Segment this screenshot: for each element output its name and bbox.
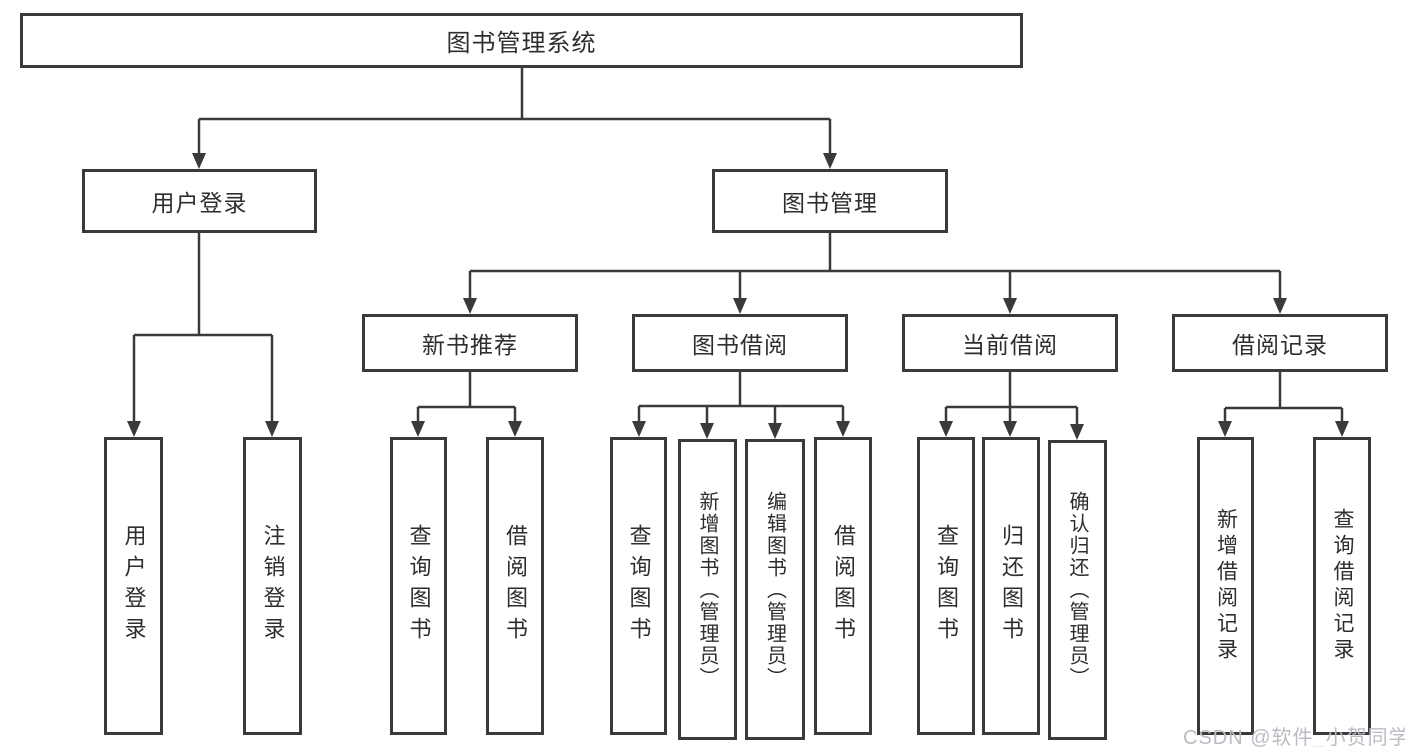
leaf-user-login: 用户登录: [104, 437, 163, 735]
leaf-edit-books-admin: 编辑图书（管理员）: [745, 439, 805, 740]
leaf-add-borrow-record: 新增借阅记录: [1197, 437, 1254, 735]
node-label: 图书管理: [782, 190, 878, 216]
node-label: 查询图书: [934, 524, 959, 648]
node-label: 新书推荐: [422, 332, 518, 358]
node-label: 新增借阅记录: [1214, 508, 1238, 664]
node-borrowing-records: 借阅记录: [1172, 314, 1388, 372]
leaf-add-books-admin: 新增图书（管理员）: [678, 439, 737, 740]
node-label: 用户登录: [151, 190, 248, 216]
leaf-query-books-current: 查询图书: [917, 437, 975, 735]
leaf-borrow-books-recommend: 借阅图书: [486, 437, 544, 735]
node-user-login: 用户登录: [82, 169, 317, 233]
node-label: 归还图书: [999, 524, 1024, 648]
node-book-management: 图书管理: [712, 169, 948, 233]
node-label: 用户登录: [121, 524, 147, 648]
node-label: 查询图书: [626, 524, 652, 648]
node-label: 编辑图书（管理员）: [763, 490, 786, 689]
node-label: 注销登录: [260, 524, 286, 648]
leaf-query-books-borrow: 查询图书: [610, 437, 667, 735]
node-label: 借阅图书: [831, 524, 856, 648]
node-label: 借阅记录: [1232, 332, 1328, 358]
leaf-return-books: 归还图书: [982, 437, 1040, 735]
leaf-logout: 注销登录: [243, 437, 302, 735]
leaf-query-books-recommend: 查询图书: [390, 437, 447, 735]
node-label: 图书借阅: [692, 332, 788, 358]
node-label: 借阅图书: [503, 524, 528, 648]
node-label: 当前借阅: [962, 332, 1058, 358]
watermark: CSDN @软件_小贺同学: [1183, 727, 1405, 747]
node-library-management-system: 图书管理系统: [20, 13, 1023, 68]
node-book-borrowing: 图书借阅: [632, 314, 848, 372]
node-current-borrowing: 当前借阅: [902, 314, 1118, 372]
node-label: 查询图书: [406, 524, 432, 648]
leaf-confirm-return-admin: 确认归还（管理员）: [1048, 440, 1107, 740]
leaf-borrow-books: 借阅图书: [814, 437, 872, 735]
leaf-query-borrow-record: 查询借阅记录: [1313, 437, 1371, 735]
node-new-book-recommend: 新书推荐: [362, 314, 578, 372]
node-label: 新增图书（管理员）: [696, 490, 718, 689]
node-label: 图书管理系统: [446, 30, 597, 57]
node-label: 查询借阅记录: [1331, 508, 1354, 664]
node-label: 确认归还（管理员）: [1066, 491, 1088, 689]
